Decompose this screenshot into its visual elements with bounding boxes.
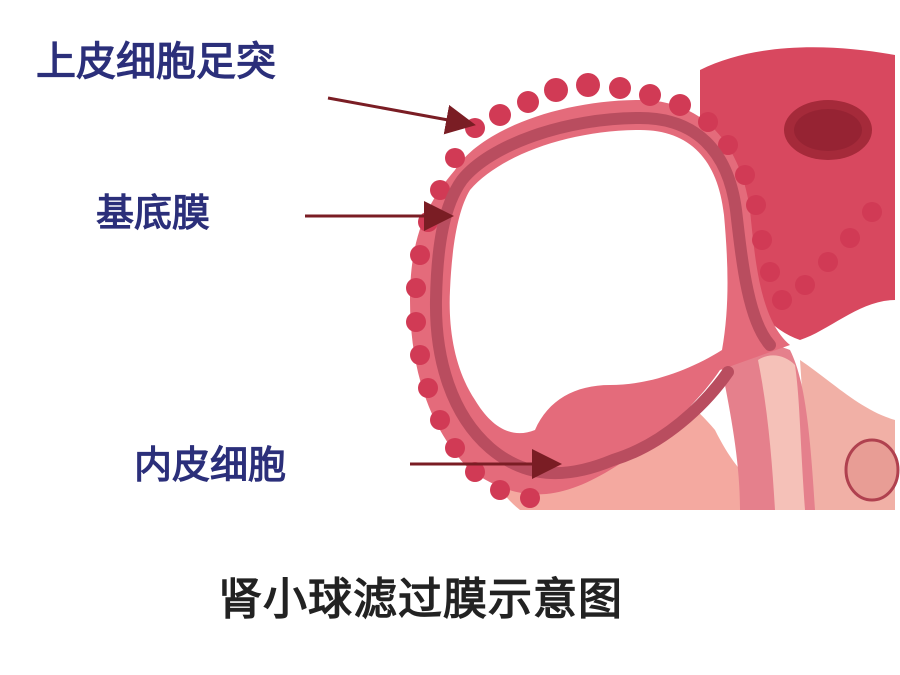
lower-right-nucleus xyxy=(844,438,900,502)
foot-process-bumps xyxy=(406,73,882,508)
mesangial-stalk-core xyxy=(758,355,805,510)
label-endothelial-cell: 内皮细胞 xyxy=(134,443,287,487)
diagram-caption: 肾小球滤过膜示意图 xyxy=(218,574,623,625)
basement-membrane-ring xyxy=(429,111,776,480)
label-basement-membrane: 基底膜 xyxy=(96,191,211,235)
arrow-podocyte xyxy=(327,96,476,135)
podocyte-nucleus-inner xyxy=(794,109,862,151)
label-podocyte-foot-process: 上皮细胞足突 xyxy=(36,39,276,85)
capillary-lumen xyxy=(449,130,728,434)
